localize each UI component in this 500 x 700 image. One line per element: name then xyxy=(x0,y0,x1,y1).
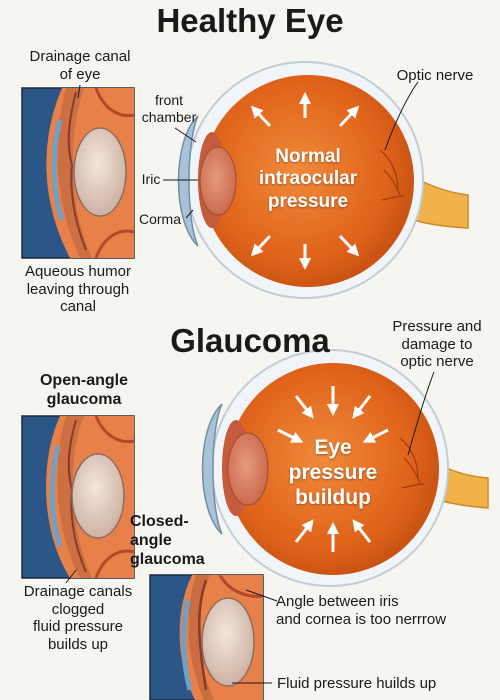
clogged-canals-line-4: builds up xyxy=(47,636,109,654)
closed-angle-inset xyxy=(149,574,264,700)
clogged-pointer xyxy=(65,569,77,584)
pressure-buildup-label: Eye pressure buildup xyxy=(278,436,388,510)
narrow-angle-label: Angle between iris and cornea is too ner… xyxy=(276,593,476,628)
drainage-canal-line-1: Drainage canal xyxy=(29,48,131,65)
cornea-label: Corma xyxy=(134,211,186,228)
healthy-pressure-arrows xyxy=(250,92,360,270)
drainage-canal-line-2: of eye xyxy=(59,65,101,83)
clogged-canals-line-3: fluid pressure xyxy=(32,618,124,636)
clogged-canals-line-2: clogged xyxy=(51,600,105,618)
iris-label-text: Iric xyxy=(141,171,161,187)
healthy-eyeball xyxy=(177,61,469,299)
closed-angle-pointers xyxy=(232,589,278,684)
normal-pressure-line-3: pressure xyxy=(267,190,349,212)
optic-nerve-label-text: Optic nerve xyxy=(396,67,474,84)
drainage-pointer xyxy=(77,84,81,99)
open-angle-line-1: Open-angle xyxy=(39,372,128,389)
pressure-buildup-line-1: Eye xyxy=(314,436,352,459)
clogged-canals-label: Drainage canals clogged fluid pressure b… xyxy=(8,583,148,654)
open-angle-label: Open-angle glaucoma xyxy=(14,372,154,410)
pressure-buildup-line-2: pressure xyxy=(288,460,378,484)
open-angle-inset xyxy=(21,415,135,579)
normal-pressure-line-2: intraocular xyxy=(258,168,358,190)
healthy-eye-title: Healthy Eye xyxy=(130,2,370,41)
normal-pressure-line-1: Normal xyxy=(275,146,341,167)
pressure-damage-line-1: Pressure and xyxy=(392,318,482,335)
optic-nerve-label: Optic nerve xyxy=(385,67,485,85)
narrow-angle-line-2: and cornea is too nerrrow xyxy=(276,610,447,628)
glaucoma-title: Glaucoma xyxy=(150,322,350,361)
narrow-angle-line-1: Angle between iris xyxy=(276,593,399,610)
closed-angle-label: Closed- angle glaucoma xyxy=(130,513,230,570)
cornea-label-text: Corma xyxy=(138,211,181,227)
glaucoma-pressure-arrows xyxy=(277,386,389,552)
pressure-damage-label: Pressure and damage to optic nerve xyxy=(378,318,496,371)
optic-damage-pointer xyxy=(407,371,435,456)
fluid-buildup-text: Fluid pressure huilds up xyxy=(277,675,437,692)
aqueous-humor-line-2: leaving through xyxy=(26,280,130,298)
clogged-canals-line-1: Drainage canals xyxy=(23,583,133,600)
closed-angle-line-3: glaucoma xyxy=(130,550,205,568)
aqueous-humor-line-1: Aqueous humor xyxy=(25,263,131,280)
front-chamber-line-2: chamber xyxy=(141,108,197,125)
normal-pressure-label: Normal intraocular pressure xyxy=(248,146,368,213)
front-chamber-line-1: front xyxy=(154,92,183,108)
healthy-eye-title-text: Healthy Eye xyxy=(156,2,344,39)
aqueous-humor-label: Aqueous humor leaving through canal xyxy=(8,263,148,316)
glaucoma-eyeball xyxy=(201,349,489,587)
closed-angle-line-1: Closed- xyxy=(130,513,189,530)
pressure-buildup-line-3: buildup xyxy=(295,485,371,509)
glaucoma-title-text: Glaucoma xyxy=(170,322,330,359)
pressure-damage-line-3: optic nerve xyxy=(400,353,474,371)
fluid-buildup-label: Fluid pressure huilds up xyxy=(277,675,477,693)
iris-label: Iric xyxy=(136,171,166,188)
aqueous-humor-line-3: canal xyxy=(60,298,96,316)
drainage-canal-label: Drainage canal of eye xyxy=(5,48,155,83)
healthy-drainage-inset xyxy=(21,87,135,259)
open-angle-line-2: glaucoma xyxy=(46,390,122,408)
pressure-damage-line-2: damage to xyxy=(401,335,473,353)
closed-angle-line-2: angle xyxy=(130,531,172,549)
healthy-label-pointers xyxy=(163,81,419,219)
front-chamber-label: front chamber xyxy=(138,92,200,125)
